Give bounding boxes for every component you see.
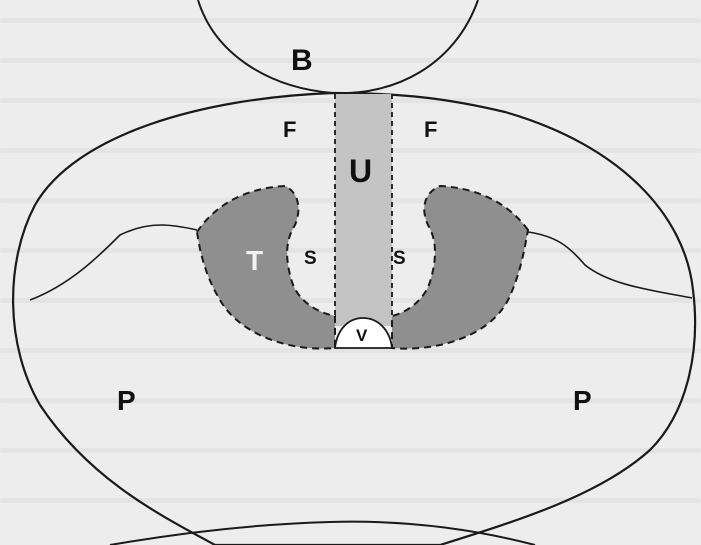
label-peripheral-left: P <box>117 385 136 416</box>
label-sphincter-left: S <box>304 248 317 269</box>
label-peripheral-right: P <box>573 385 592 416</box>
label-transition-zone: T <box>246 245 263 276</box>
urethra-band <box>335 94 392 326</box>
bottom-contour-line <box>110 522 535 545</box>
label-bladder: B <box>291 44 313 77</box>
right-internal-boundary <box>528 232 692 298</box>
bladder-contour <box>198 0 478 93</box>
label-verumontanum: V <box>356 326 368 345</box>
transition-zone-right <box>392 186 528 349</box>
label-fibromuscular-left: F <box>283 117 296 142</box>
label-sphincter-right: S <box>393 248 406 269</box>
left-internal-boundary <box>30 225 197 300</box>
label-fibromuscular-right: F <box>424 117 437 142</box>
label-urethra: U <box>349 153 372 189</box>
